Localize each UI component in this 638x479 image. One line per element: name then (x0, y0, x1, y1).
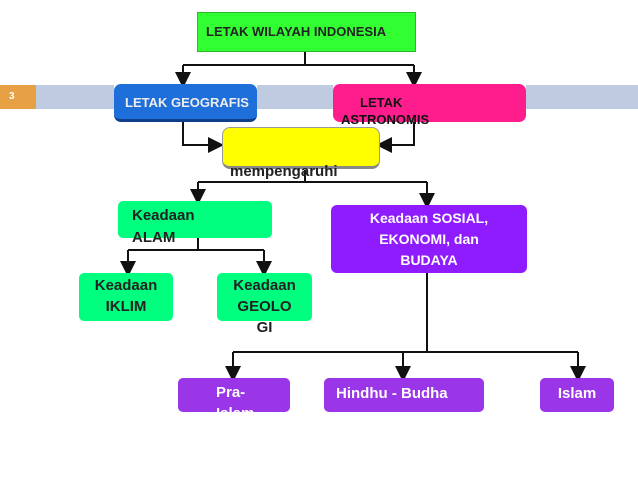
connector-sosial-split (233, 273, 578, 353)
arrow-astronomis-to-mempengaruhi (376, 122, 415, 153)
slide-number: 3 (0, 85, 36, 109)
header-rule-right (526, 85, 638, 109)
arrow-geografis-to-mempengaruhi (182, 122, 224, 153)
connector-alam-split (128, 238, 264, 251)
node-letak-astronomis: LETAK ASTRONOMIS (333, 84, 526, 127)
node-pra-islam: Pra- Islam (178, 378, 290, 422)
node-keadaan-geologi: Keadaan GEOLO GI (217, 273, 312, 336)
mempengaruhi-label: mempengaruhi (230, 163, 338, 180)
node-keadaan-iklim: Keadaan IKLIM (79, 273, 173, 321)
node-keadaan-alam: Keadaan ALAM (118, 201, 272, 246)
node-hindhu-budha: Hindhu - Budha (324, 378, 484, 412)
header-rule-middle (257, 85, 333, 109)
header-rule-left (36, 85, 114, 109)
astronomis-line-2: ASTRONOMIS (341, 112, 430, 127)
node-islam: Islam (540, 378, 614, 412)
connector-mempengaruhi-split (198, 170, 427, 183)
node-letak-wilayah-indonesia: LETAK WILAYAH INDONESIA (197, 12, 416, 52)
astronomis-line-1: LETAK (360, 95, 403, 110)
node-letak-geografis: LETAK GEOGRAFIS (114, 84, 257, 122)
connector-title-split (183, 52, 414, 66)
node-keadaan-sosial-ekonomi-budaya: Keadaan SOSIAL, EKONOMI, dan BUDAYA (331, 205, 527, 273)
node-mempengaruhi-box (222, 127, 380, 169)
